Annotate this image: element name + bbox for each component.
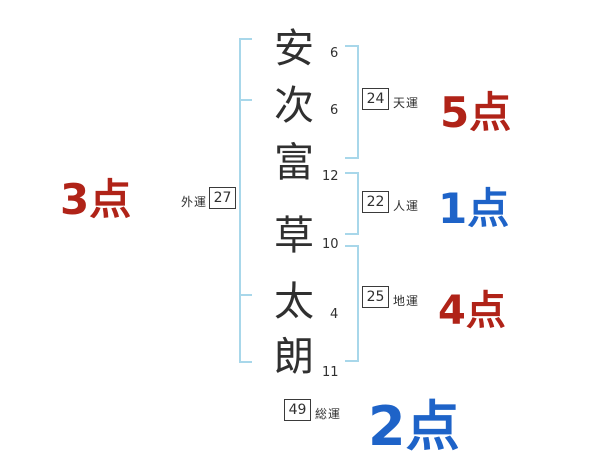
stroke-count: 11 <box>322 365 339 380</box>
heaven-luck-value-box: 24 <box>362 88 389 110</box>
stroke-count: 4 <box>330 307 339 322</box>
heaven-luck-label: 天運 <box>393 96 420 110</box>
earth-luck-bracket <box>357 245 359 362</box>
stroke-count: 12 <box>322 169 339 184</box>
earth-luck-bracket-tick <box>345 245 358 247</box>
stroke-count: 6 <box>330 103 339 118</box>
heaven-luck-bracket-tick <box>345 45 358 47</box>
name-character: 安 <box>274 26 314 72</box>
earth-luck-score: 4点 <box>438 288 506 334</box>
person-luck-bracket <box>357 172 359 235</box>
heaven-luck-bracket <box>357 45 359 159</box>
outer-luck-value-box: 27 <box>209 187 236 209</box>
person-luck-score: 1点 <box>438 184 510 233</box>
person-luck-bracket-tick <box>345 233 358 235</box>
outer-luck-bracket-tick <box>239 99 252 101</box>
earth-luck-value-box: 25 <box>362 286 389 308</box>
stroke-count: 10 <box>322 237 339 252</box>
outer-luck-bracket-tick <box>239 361 252 363</box>
person-luck-value-box: 22 <box>362 191 389 213</box>
stroke-count: 6 <box>330 46 339 61</box>
name-character: 朗 <box>274 334 314 380</box>
total-luck-value-box: 49 <box>284 399 311 421</box>
name-character: 草 <box>274 213 314 259</box>
total-luck-label: 総運 <box>315 407 342 421</box>
outer-luck-label: 外運 <box>181 195 208 209</box>
earth-luck-label: 地運 <box>393 294 420 308</box>
heaven-luck-score: 5点 <box>440 88 512 137</box>
name-character: 次 <box>274 83 314 129</box>
person-luck-label: 人運 <box>393 199 420 213</box>
outer-luck-score: 3点 <box>60 175 132 224</box>
name-character: 富 <box>274 140 314 186</box>
name-character: 太 <box>274 279 314 325</box>
outer-luck-bracket <box>239 38 241 363</box>
earth-luck-bracket-tick <box>345 360 358 362</box>
outer-luck-bracket-tick <box>239 294 252 296</box>
heaven-luck-bracket-tick <box>345 157 358 159</box>
total-luck-score: 2点 <box>368 395 460 458</box>
person-luck-bracket-tick <box>345 172 358 174</box>
outer-luck-bracket-tick <box>239 38 252 40</box>
